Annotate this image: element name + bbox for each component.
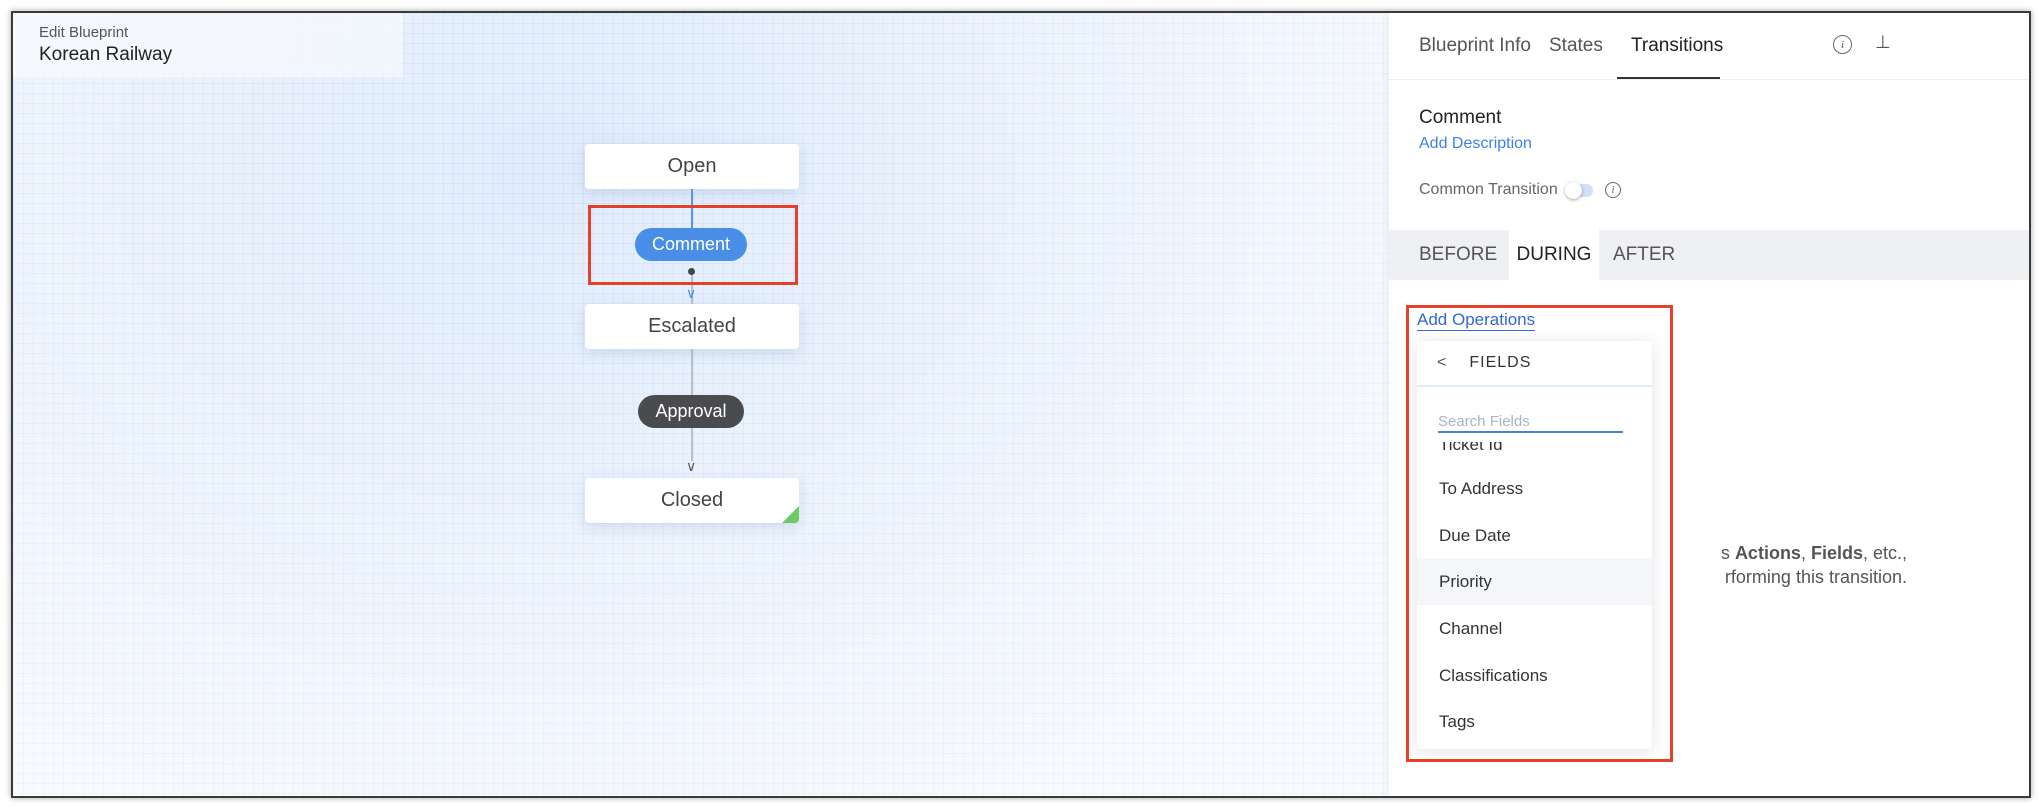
list-item[interactable]: Priority (1417, 558, 1652, 605)
list-item[interactable]: Classifications (1439, 666, 1548, 685)
blueprint-canvas[interactable]: Edit Blueprint Korean Railway ∨ ∨ Open C… (13, 13, 1391, 796)
tab-during[interactable]: DURING (1509, 230, 1599, 280)
text: s (1720, 543, 1735, 563)
tab-blueprint-info[interactable]: Blueprint Info (1419, 35, 1531, 56)
list-item[interactable]: To Address (1439, 479, 1524, 498)
arrow-down-icon: ∨ (686, 285, 697, 301)
back-chevron-icon[interactable]: < (1437, 354, 1448, 371)
text: , (1800, 543, 1811, 563)
phase-tabs: BEFORE DURING AFTER (1389, 230, 2029, 280)
list-item[interactable]: Ticket Id (1439, 435, 1503, 454)
common-transition-toggle[interactable] (1565, 182, 1593, 199)
info-icon[interactable]: i (1833, 35, 1852, 54)
search-fields-input[interactable] (1438, 411, 1623, 433)
state-closed-label: Closed (660, 489, 724, 511)
edit-blueprint-label: Edit Blueprint (39, 24, 129, 41)
tab-states[interactable]: States (1549, 35, 1603, 56)
pin-icon[interactable]: ⊥ (1875, 32, 1891, 52)
empty-state-text: s Actions, Fields, etc., rforming this t… (1647, 541, 1907, 589)
dropdown-header: < FIELDS (1417, 341, 1652, 387)
transition-comment[interactable]: Comment (635, 228, 747, 261)
highlight-box (588, 205, 798, 285)
list-item[interactable]: Channel (1439, 619, 1503, 638)
dropdown-title: FIELDS (1469, 354, 1532, 371)
transition-approval[interactable]: Approval (638, 395, 744, 428)
add-description-link[interactable]: Add Description (1419, 135, 1532, 152)
connector-line (691, 148, 693, 236)
state-open[interactable]: Open (585, 144, 799, 189)
blueprint-header: Edit Blueprint Korean Railway (13, 13, 403, 77)
info-icon[interactable]: i (1605, 182, 1621, 198)
app-window: Edit Blueprint Korean Railway ∨ ∨ Open C… (11, 11, 2031, 798)
active-tab-indicator (1617, 77, 1720, 79)
transition-name: Comment (1419, 107, 1502, 128)
connector-dot (688, 268, 695, 275)
highlight-box (1406, 305, 1673, 762)
tab-transitions[interactable]: Transitions (1631, 35, 1724, 56)
common-transition-label: Common Transition (1419, 181, 1558, 198)
final-state-marker (782, 506, 799, 523)
tab-before[interactable]: BEFORE (1419, 244, 1498, 265)
divider (1389, 79, 2029, 80)
text: rforming this transition. (1724, 567, 1907, 587)
tab-after[interactable]: AFTER (1613, 244, 1676, 265)
list-item[interactable]: Due Date (1439, 526, 1511, 545)
blueprint-title: Korean Railway (39, 44, 173, 65)
list-item[interactable]: Tags (1439, 712, 1475, 731)
add-operations-link[interactable]: Add Operations (1417, 310, 1536, 331)
state-escalated[interactable]: Escalated (585, 304, 799, 349)
text: , etc., (1862, 543, 1907, 563)
state-closed[interactable]: Closed (585, 478, 799, 523)
arrow-down-icon: ∨ (686, 458, 697, 474)
fields-dropdown: < FIELDS Ticket Id To Address Due Date P… (1417, 341, 1652, 749)
connector-line (691, 271, 693, 461)
properties-panel: Blueprint Info States Transitions i ⊥ Co… (1389, 13, 2029, 796)
text: Fields (1810, 543, 1863, 563)
text: Actions (1734, 543, 1801, 563)
